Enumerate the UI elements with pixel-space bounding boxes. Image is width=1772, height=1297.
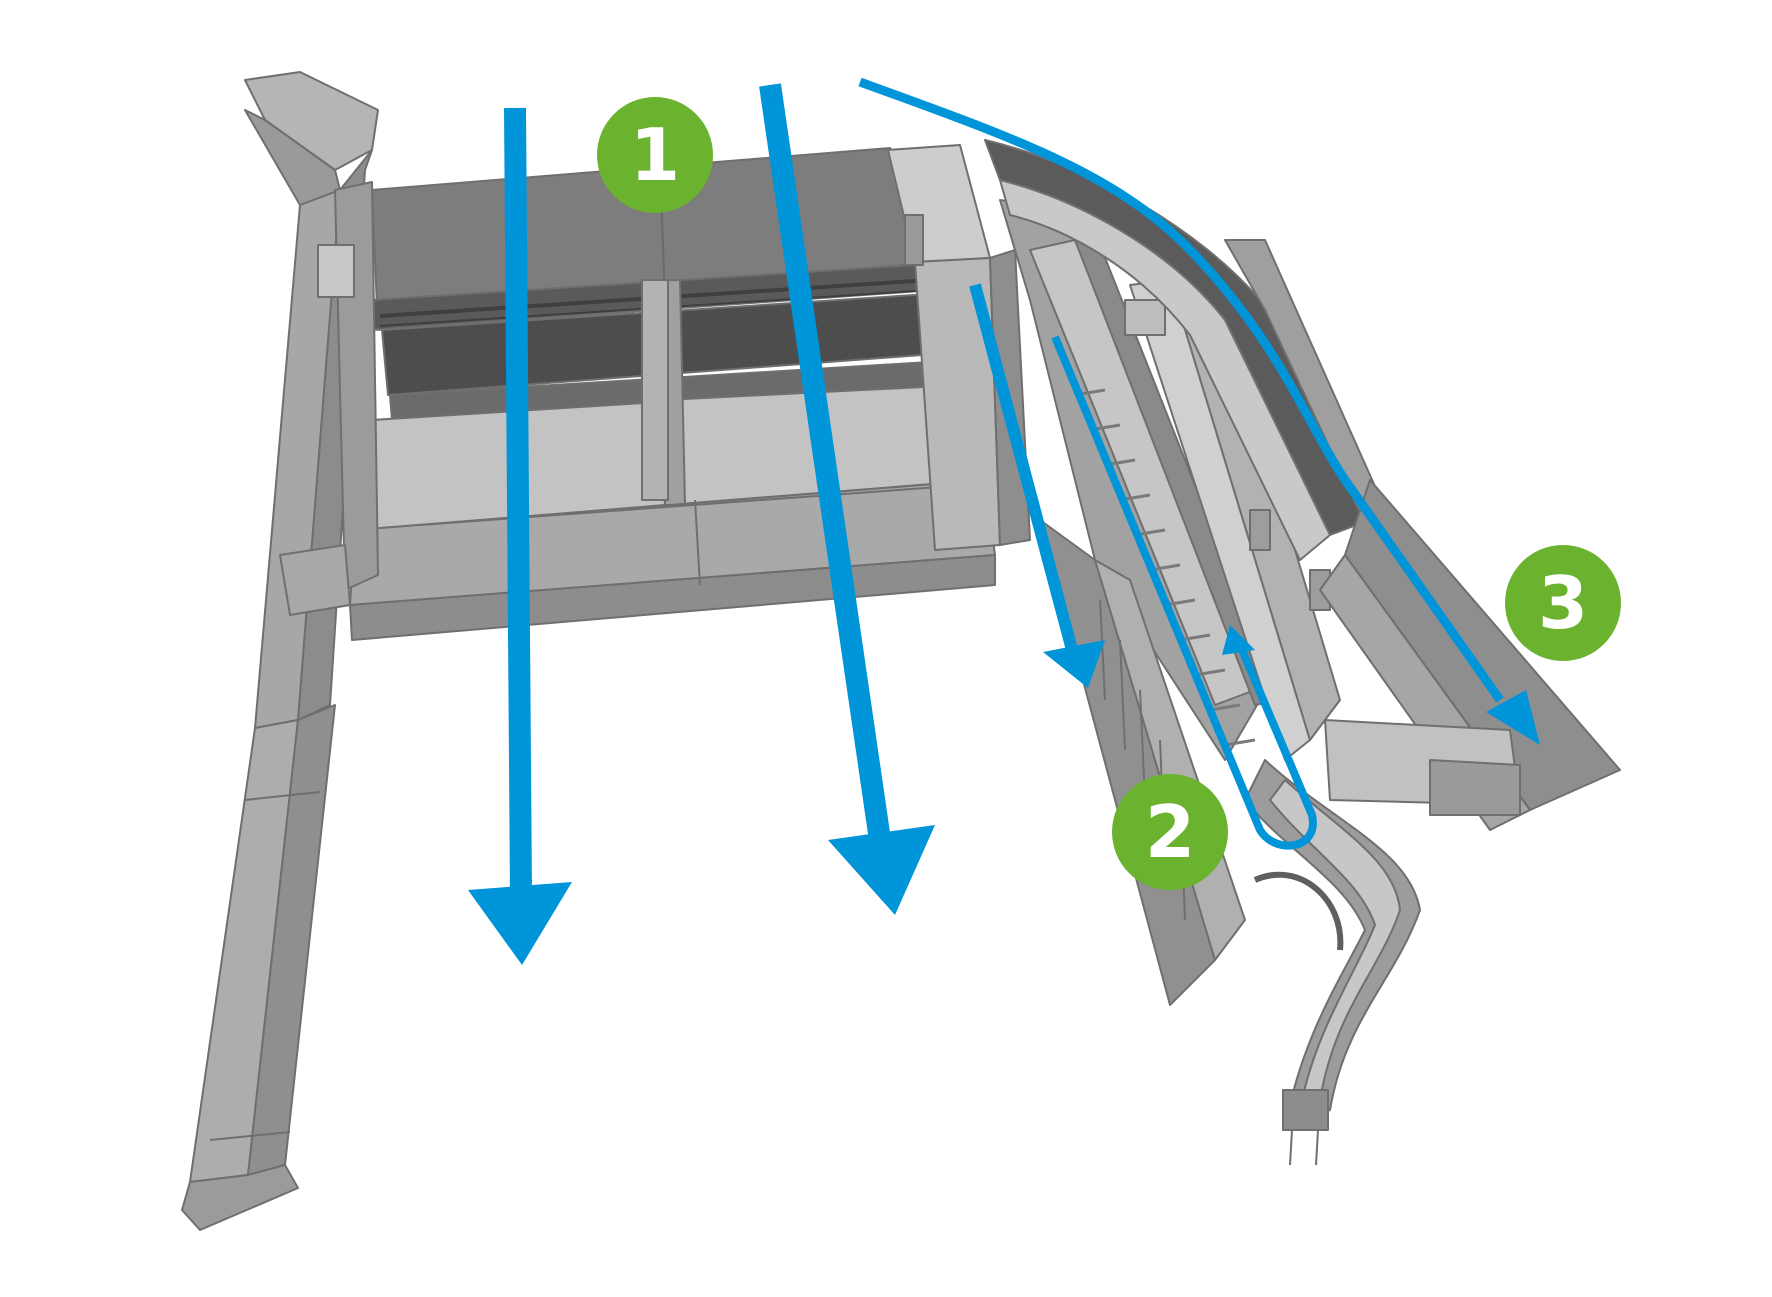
marker-3-label: 3: [1538, 561, 1588, 645]
fishway-exit-tail: [1244, 759, 1421, 1166]
spillway-flow-arrowhead-left: [468, 882, 572, 965]
bypass-outlet-ramp: [1319, 479, 1621, 831]
fishway-island-wall: [1124, 279, 1341, 761]
fishway-passage-path: [1051, 335, 1317, 850]
bypass-flow-arrow: [858, 77, 1504, 703]
bypass-channel-bank: [999, 179, 1331, 561]
marker-3: 3: [1505, 545, 1621, 661]
dam-structure: [181, 71, 1621, 1231]
bypass-flow-arrowhead: [1486, 690, 1540, 745]
marker-1: 1: [597, 97, 713, 213]
fishway-passage-arrowhead: [1222, 625, 1255, 655]
attraction-flow-arrow: [969, 283, 1078, 652]
spillway-flow-arrowhead-right: [828, 825, 935, 915]
spillway-flow-arrow-left: [504, 107, 532, 896]
left-training-wall: [181, 71, 379, 1231]
attraction-flow-arrowhead: [1043, 640, 1105, 688]
middle-gate-pier: [641, 279, 669, 501]
marker-2-label: 2: [1145, 790, 1195, 874]
spillway-flow-arrow-right: [759, 83, 891, 842]
flow-arrows: [468, 77, 1540, 965]
marker-2: 2: [1112, 774, 1228, 890]
marker-1-label: 1: [630, 113, 680, 197]
left-gate-pier: [279, 181, 379, 616]
